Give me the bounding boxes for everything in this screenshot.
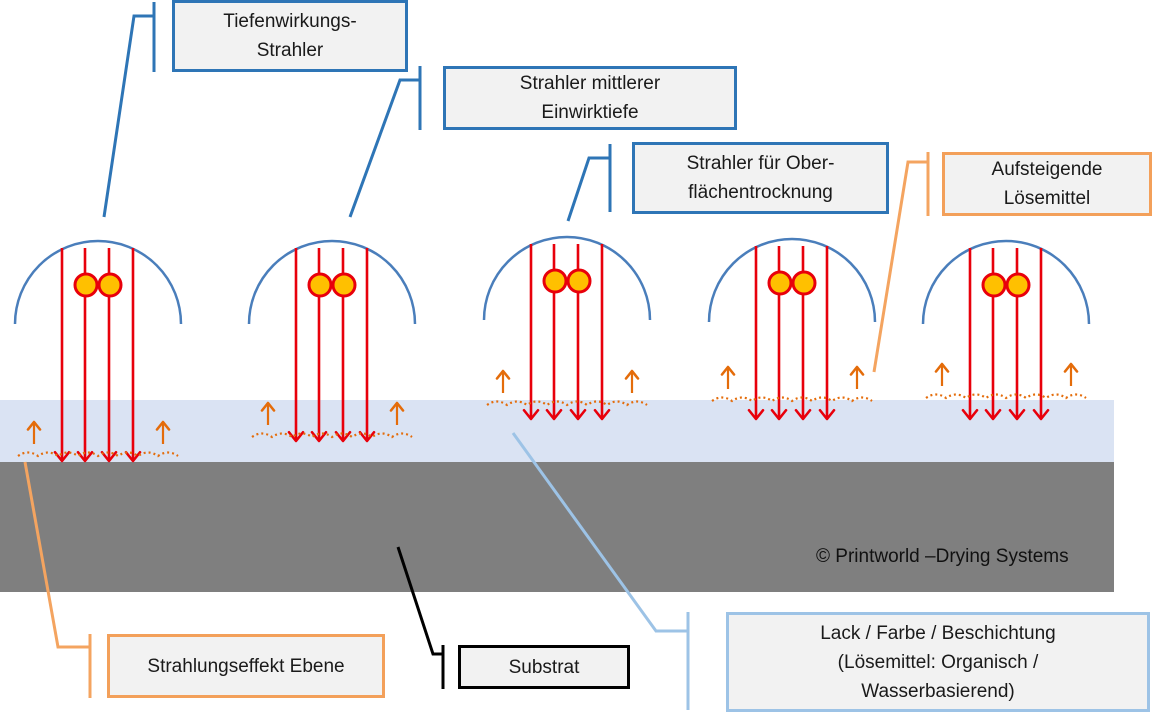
label-medium-penetration-emitter: Strahler mittlerer Einwirktiefe — [443, 66, 737, 130]
effect-plane-wave — [486, 400, 648, 407]
radiation-arrowhead — [1032, 408, 1050, 421]
label-surface-drying-emitter: Strahler für Ober- flächentrocknung — [632, 142, 889, 214]
solvent-arrowhead — [720, 365, 736, 376]
solvent-arrowhead — [624, 369, 640, 380]
callout-lines — [23, 2, 930, 710]
lamp-bulb — [97, 272, 123, 298]
solvent-arrowhead — [495, 369, 511, 380]
label-coating: Lack / Farbe / Beschichtung (Lösemittel:… — [726, 612, 1150, 712]
reflector-1 — [13, 239, 183, 325]
substrate-layer — [0, 462, 1114, 592]
solvent-arrowhead — [934, 362, 950, 373]
lamp-bulb — [767, 270, 793, 296]
effect-plane-wave — [17, 451, 179, 458]
leader-medium — [348, 78, 420, 218]
radiation-arrowhead — [569, 408, 587, 421]
solvent-arrowhead — [155, 420, 171, 431]
effect-plane-wave — [925, 393, 1087, 400]
reflector-4 — [707, 237, 877, 323]
radiation-arrowhead — [747, 408, 765, 421]
lamp-bulb — [566, 268, 592, 294]
emitter-4 — [707, 237, 877, 421]
leader-deep — [102, 14, 154, 218]
reflector-3 — [482, 235, 652, 321]
radiation-arrowhead — [287, 430, 305, 443]
lamp-bulb — [307, 272, 333, 298]
copyright-text: © Printworld –Drying Systems — [816, 546, 1069, 567]
effect-plane-wave — [711, 396, 873, 403]
solvent-arrowhead — [26, 420, 42, 431]
radiation-arrowhead — [358, 430, 376, 443]
radiation-arrowhead — [545, 408, 563, 421]
label-deep-penetration-emitter: Tiefenwirkungs- Strahler — [172, 0, 408, 72]
lamp-bulb — [73, 272, 99, 298]
label-substrate: Substrat — [458, 645, 630, 689]
emitter-1 — [13, 239, 183, 463]
radiation-arrowhead — [794, 408, 812, 421]
radiation-arrowhead — [770, 408, 788, 421]
emitter-2 — [247, 239, 417, 443]
leader-solvents — [872, 160, 928, 373]
label-rising-solvents: Aufsteigende Lösemittel — [942, 152, 1152, 216]
leader-surface — [566, 156, 610, 222]
radiation-arrowhead — [984, 408, 1002, 421]
radiation-arrowhead — [334, 430, 352, 443]
radiation-arrowhead — [961, 408, 979, 421]
leader-substrate — [396, 546, 443, 656]
reflector-2 — [247, 239, 417, 325]
solvent-arrowhead — [1063, 362, 1079, 373]
solvent-arrowhead — [849, 365, 865, 376]
leader-coating — [511, 432, 688, 633]
radiation-arrowhead — [100, 450, 118, 463]
lamp-bulb — [542, 268, 568, 294]
reflector-5 — [921, 239, 1091, 325]
emitter-group — [13, 235, 1091, 463]
lamp-bulb — [981, 272, 1007, 298]
coating-layer — [0, 400, 1114, 462]
emitter-3 — [482, 235, 652, 421]
lamp-bulb — [331, 272, 357, 298]
solvent-arrowhead — [389, 401, 405, 412]
effect-plane-wave — [251, 432, 413, 439]
radiation-arrowhead — [522, 408, 540, 421]
lamp-bulb — [1005, 272, 1031, 298]
label-radiation-effect-plane: Strahlungseffekt Ebene — [107, 634, 385, 698]
radiation-arrowhead — [818, 408, 836, 421]
radiation-arrowhead — [1008, 408, 1026, 421]
leader-effect-plane — [23, 461, 90, 649]
emitter-5 — [921, 239, 1091, 421]
lamp-bulb — [791, 270, 817, 296]
radiation-arrowhead — [124, 450, 142, 463]
radiation-arrowhead — [593, 408, 611, 421]
solvent-arrowhead — [260, 401, 276, 412]
radiation-arrowhead — [310, 430, 328, 443]
